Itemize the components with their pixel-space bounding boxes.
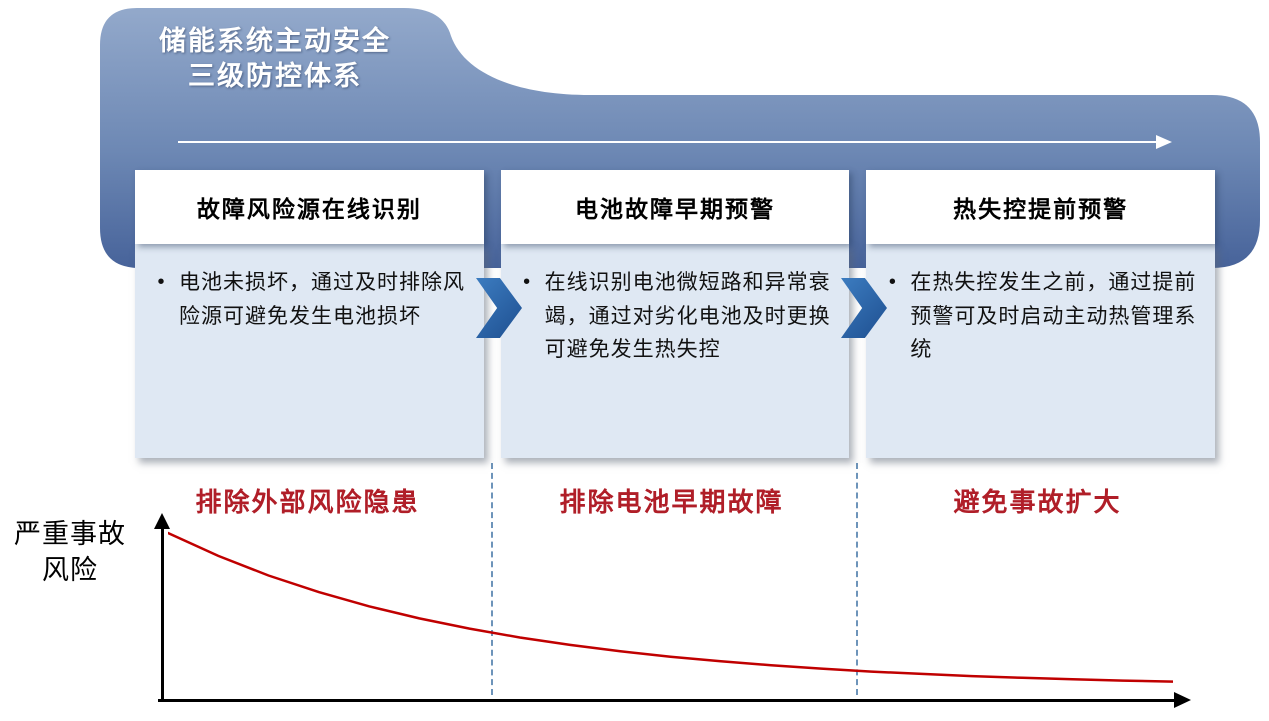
y-axis-label: 严重事故 风险 [6, 516, 134, 589]
risk-curve-path [168, 531, 1173, 683]
page-title-line2: 三级防控体系 [188, 61, 362, 92]
stage-3-header: 热失控提前预警 [866, 170, 1216, 244]
page-title-line1: 储能系统主动安全 [159, 26, 391, 56]
stage-2-body-text: 在线识别电池微短路和异常衰竭，通过对劣化电池及时更换可避免发生热失控 [544, 271, 831, 362]
bullet-icon: • [888, 271, 896, 293]
stage-1-body: • 电池未损坏，通过及时排除风险源可避免发生电池损坏 [135, 244, 484, 458]
stage-3-outcome-label: 避免事故扩大 [953, 487, 1122, 517]
stage-1-header: 故障风险源在线识别 [135, 170, 484, 244]
bullet-icon: • [523, 271, 531, 293]
stage-2-body: • 在线识别电池微短路和异常衰竭，通过对劣化电池及时更换可避免发生热失控 [500, 244, 850, 458]
timeline-arrow-head-icon [1156, 135, 1172, 149]
x-axis-line [158, 699, 1178, 702]
stage-cards: 故障风险源在线识别 • 电池未损坏，通过及时排除风险源可避免发生电池损坏 电池故… [135, 170, 1216, 458]
stage-2-outcome-label: 排除电池早期故障 [559, 487, 784, 517]
stage-separator-dashed-line [491, 463, 493, 695]
stage-card-1: 故障风险源在线识别 • 电池未损坏，通过及时排除风险源可避免发生电池损坏 [135, 170, 484, 458]
stage-2-header: 电池故障早期预警 [500, 170, 850, 244]
x-axis-arrow-icon [1174, 692, 1191, 708]
stage-separator-dashed-line [856, 463, 858, 695]
risk-curve-svg [168, 531, 1173, 683]
y-axis-line [161, 528, 164, 702]
stage-1-outcome-label: 排除外部风险隐患 [195, 487, 420, 517]
y-axis-arrow-icon [154, 513, 170, 529]
stage-card-3: 热失控提前预警 • 在热失控发生之前，通过提前预警可及时启动主动热管理系统 [866, 170, 1216, 458]
stage-1-body-text: 电池未损坏，通过及时排除风险源可避免发生电池损坏 [179, 271, 465, 328]
bullet-icon: • [157, 271, 165, 293]
stage-3-body: • 在热失控发生之前，通过提前预警可及时启动主动热管理系统 [866, 244, 1216, 458]
page-title: 储能系统主动安全 三级防控体系 [105, 24, 445, 94]
stage-3-body-text: 在热失控发生之前，通过提前预警可及时启动主动热管理系统 [910, 271, 1197, 362]
y-axis-label-line1: 严重事故 [14, 519, 126, 549]
y-axis-label-line2: 风险 [42, 555, 98, 586]
stage-card-2: 电池故障早期预警 • 在线识别电池微短路和异常衰竭，通过对劣化电池及时更换可避免… [500, 170, 850, 458]
